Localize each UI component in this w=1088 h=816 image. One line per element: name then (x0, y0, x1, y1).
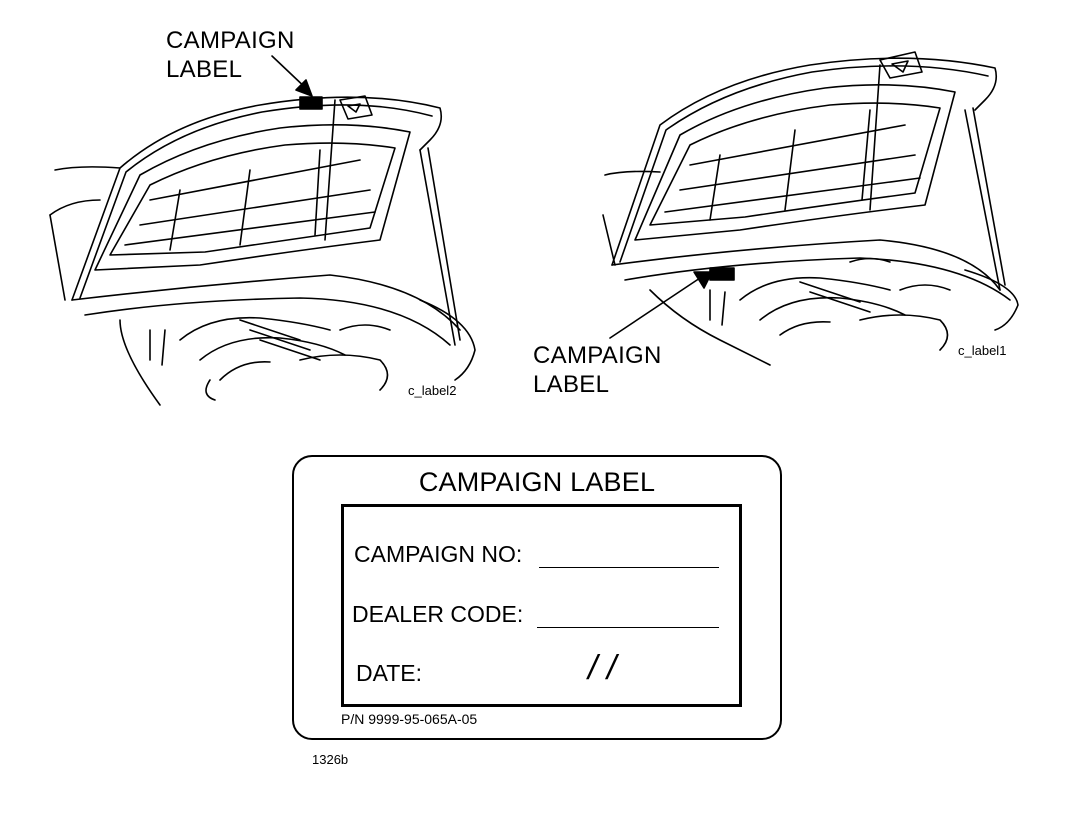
date-slashes: / / (588, 649, 617, 687)
left-callout-line2: LABEL (166, 56, 243, 83)
right-campaign-label-callout: CAMPAIGN LABEL (533, 341, 662, 399)
right-callout-line2: LABEL (533, 371, 610, 398)
left-callout-line1: CAMPAIGN (166, 27, 295, 54)
left-hood-drawing (49, 55, 476, 406)
left-campaign-label-callout: CAMPAIGN LABEL (166, 26, 295, 84)
campaign-label-card: CAMPAIGN LABEL CAMPAIGN NO: DEALER CODE:… (292, 455, 782, 740)
right-figure-id: c_label1 (958, 343, 1007, 358)
dealer-code-line (537, 627, 719, 628)
campaign-no-line (539, 567, 719, 568)
right-hood-drawing (602, 51, 1019, 366)
left-figure-id: c_label2 (408, 383, 457, 398)
campaign-no-field: CAMPAIGN NO: (354, 541, 523, 567)
label-title: CAMPAIGN LABEL (418, 467, 656, 497)
part-number: P/N 9999-95-065A-05 (341, 711, 478, 727)
right-callout-line1: CAMPAIGN (533, 342, 662, 369)
figure-number: 1326b (312, 752, 349, 767)
date-field: DATE: (356, 660, 423, 686)
label-fields-box: CAMPAIGN NO: DEALER CODE: DATE: / / (341, 504, 742, 707)
dealer-code-field: DEALER CODE: (352, 601, 524, 627)
